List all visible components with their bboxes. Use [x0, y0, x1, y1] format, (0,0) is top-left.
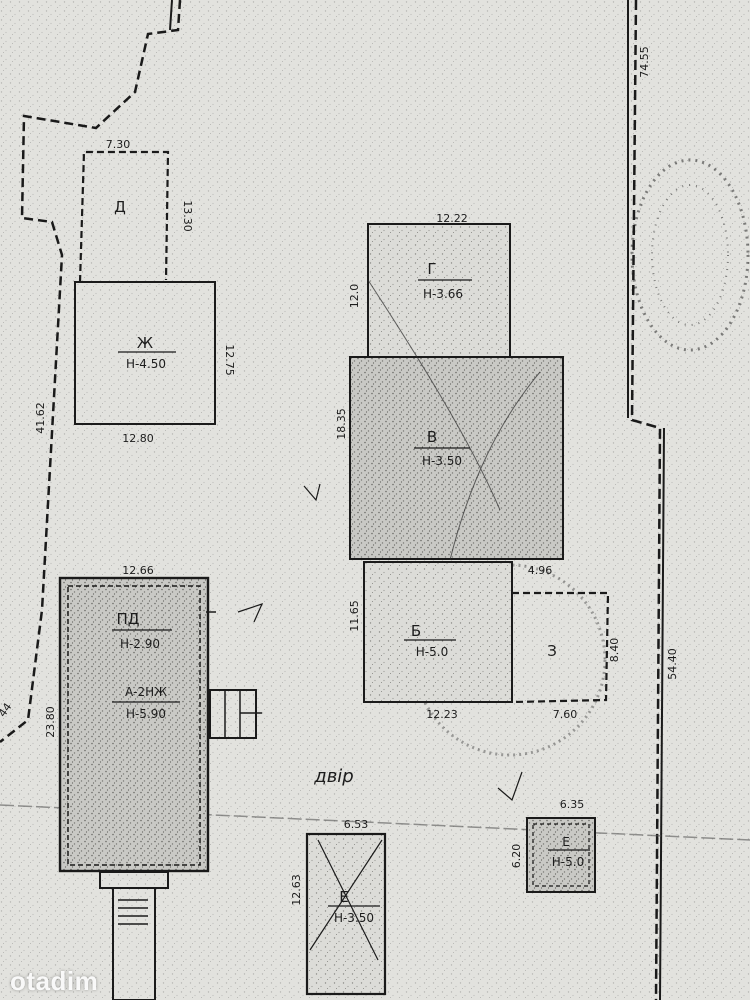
pd-label: ПД: [117, 610, 140, 628]
boundary-right-solid-lower: [659, 427, 665, 1000]
v-height: Н-3.50: [422, 454, 462, 468]
b-label: Б: [411, 622, 421, 640]
boundary-left-dashed: [0, 0, 182, 743]
boundary-right-top-dim: 74.55: [638, 46, 651, 78]
d-label: Д: [114, 198, 126, 216]
a-dim-top: 12.66: [122, 564, 154, 577]
g-dim-left: 12.0: [348, 284, 361, 309]
a-label: А-2НЖ: [125, 685, 167, 699]
pencil-mark-3: [303, 483, 321, 502]
z-label: З: [547, 642, 557, 660]
b-dim-bottom: 12.23: [426, 708, 458, 721]
building-e-center-outline: [305, 832, 387, 996]
e-right-label: Е: [562, 835, 570, 849]
d-dim-top: 7.30: [106, 138, 131, 151]
pd-height: Н-2.90: [120, 637, 160, 651]
building-a-inner-dashed: [67, 585, 201, 866]
watermark-logo: otadim: [10, 966, 99, 996]
d-dim-right: 13.30: [181, 200, 194, 232]
building-a-outline: [58, 576, 210, 873]
g-dim-top: 12.22: [436, 212, 468, 225]
zh-label: Ж: [137, 334, 153, 352]
boundary-right-dashed: [630, 0, 662, 1000]
building-zh-outline: [74, 281, 216, 425]
building-d-outline: [78, 150, 170, 283]
building-v-outline: [349, 356, 564, 560]
pencil-mark: [237, 603, 264, 623]
stairs-bottom: [99, 871, 169, 1000]
z-dim-right: 8.40: [608, 638, 621, 663]
yard-label: двір: [313, 766, 353, 787]
faint-line: [0, 804, 750, 841]
v-dim-left: 18.35: [335, 408, 348, 440]
g-label: Г: [427, 260, 436, 278]
building-e-right-outline: [526, 817, 596, 893]
building-e-right-inner: [532, 823, 590, 887]
e-center-label: Е: [339, 888, 348, 906]
b-height: Н-5.0: [416, 645, 448, 659]
v-label: В: [427, 428, 437, 446]
boundary-left-dim: 41.62: [34, 402, 47, 434]
e-center-dim-top: 6.53: [344, 818, 369, 831]
building-z-outline: [512, 591, 610, 704]
boundary-left-solid-stub: [169, 0, 173, 31]
building-v-cross-line: [367, 279, 541, 561]
zh-height: Н-4.50: [126, 357, 166, 371]
a-dim-left: 23.80: [44, 706, 57, 738]
building-b-outline: [363, 561, 513, 703]
building-g-outline: [367, 223, 511, 359]
building-e-center-cross-2: [317, 839, 379, 961]
g-height: Н-3.66: [423, 287, 463, 301]
pencil-mark-2: [497, 771, 523, 802]
z-dim-bottom: 7.60: [553, 708, 578, 721]
b-dim-left: 11.65: [348, 600, 361, 632]
e-center-dim-left: 12.63: [290, 874, 303, 906]
e-center-height: Н-3.50: [334, 911, 374, 925]
e-right-dim-top: 6.35: [560, 798, 585, 811]
b-dim-corner: 4.96: [528, 564, 553, 577]
zh-dim-right: 12.75: [223, 344, 236, 376]
a-height: Н-5.90: [126, 707, 166, 721]
e-right-dim-left: 6.20: [510, 844, 523, 869]
porch-side: [209, 689, 262, 739]
stamp-smudge-center: [413, 563, 607, 757]
boundary-right-mid-dim: 54.40: [666, 648, 679, 680]
stamp-smudge-top-right: [630, 158, 750, 352]
zh-dim-bottom: 12.80: [122, 432, 154, 445]
e-right-height: Н-5.0: [552, 855, 584, 869]
